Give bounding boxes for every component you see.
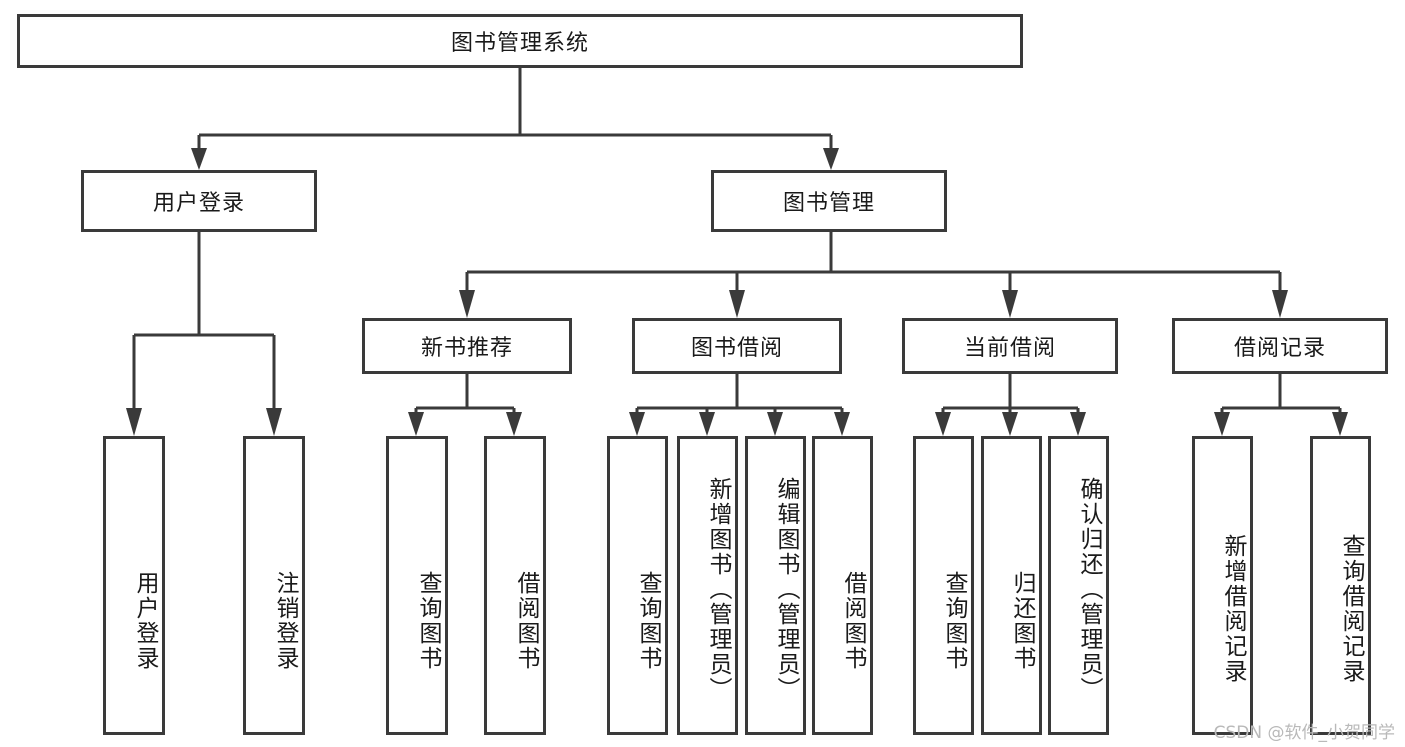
arrowhead-book-manage — [823, 148, 839, 170]
watermark-csdn: CSDN @软件_小贺同学 — [1213, 723, 1395, 743]
leaf-borrow-book[interactable]: 借阅图书 — [812, 436, 873, 735]
leaf-user-login[interactable]: 用户登录 — [103, 436, 165, 735]
leaf-confirm-return-admin[interactable]: 确认归还（管理员） — [1048, 436, 1109, 735]
arrowhead-book-borrow — [729, 290, 745, 318]
arrowhead-nb-leaf-2 — [506, 412, 522, 436]
arrowhead-nb-leaf-1 — [408, 412, 424, 436]
arrowhead-bb-leaf-3 — [767, 412, 783, 436]
node-borrowing-record[interactable]: 借阅记录 — [1172, 318, 1388, 374]
arrowhead-br-leaf-2 — [1332, 412, 1348, 436]
leaf-edit-book-admin[interactable]: 编辑图书（管理员） — [745, 436, 806, 735]
node-user-login[interactable]: 用户登录 — [81, 170, 317, 232]
leaf-borrow-book-newbook[interactable]: 借阅图书 — [484, 436, 546, 735]
arrowhead-bb-leaf-2 — [699, 412, 715, 436]
leaf-query-book-current[interactable]: 查询图书 — [913, 436, 974, 735]
leaf-logout[interactable]: 注销登录 — [243, 436, 305, 735]
node-new-book-recommendation[interactable]: 新书推荐 — [362, 318, 572, 374]
arrowhead-br-leaf-1 — [1214, 412, 1230, 436]
arrowhead-leaf-logout — [266, 408, 282, 436]
leaf-query-borrow-record[interactable]: 查询借阅记录 — [1310, 436, 1371, 735]
leaf-add-borrow-record[interactable]: 新增借阅记录 — [1192, 436, 1253, 735]
arrowhead-cb-leaf-2 — [1002, 412, 1018, 436]
arrowhead-cb-leaf-3 — [1070, 412, 1086, 436]
arrowhead-cb-leaf-1 — [935, 412, 951, 436]
arrowhead-current-borrow — [1002, 290, 1018, 318]
arrowhead-bb-leaf-4 — [834, 412, 850, 436]
arrowhead-leaf-user-login — [126, 408, 142, 436]
leaf-return-book[interactable]: 归还图书 — [981, 436, 1042, 735]
arrowhead-bb-leaf-1 — [629, 412, 645, 436]
node-root-book-management-system[interactable]: 图书管理系统 — [17, 14, 1023, 68]
node-current-borrowing[interactable]: 当前借阅 — [902, 318, 1118, 374]
leaf-query-book-newbook[interactable]: 查询图书 — [386, 436, 448, 735]
leaf-query-book-borrow[interactable]: 查询图书 — [607, 436, 668, 735]
arrowhead-borrow-record — [1272, 290, 1288, 318]
leaf-add-book-admin[interactable]: 新增图书（管理员） — [677, 436, 738, 735]
arrowhead-user-login — [191, 148, 207, 170]
node-book-borrowing[interactable]: 图书借阅 — [632, 318, 842, 374]
node-book-management[interactable]: 图书管理 — [711, 170, 947, 232]
arrowhead-new-book — [459, 290, 475, 318]
